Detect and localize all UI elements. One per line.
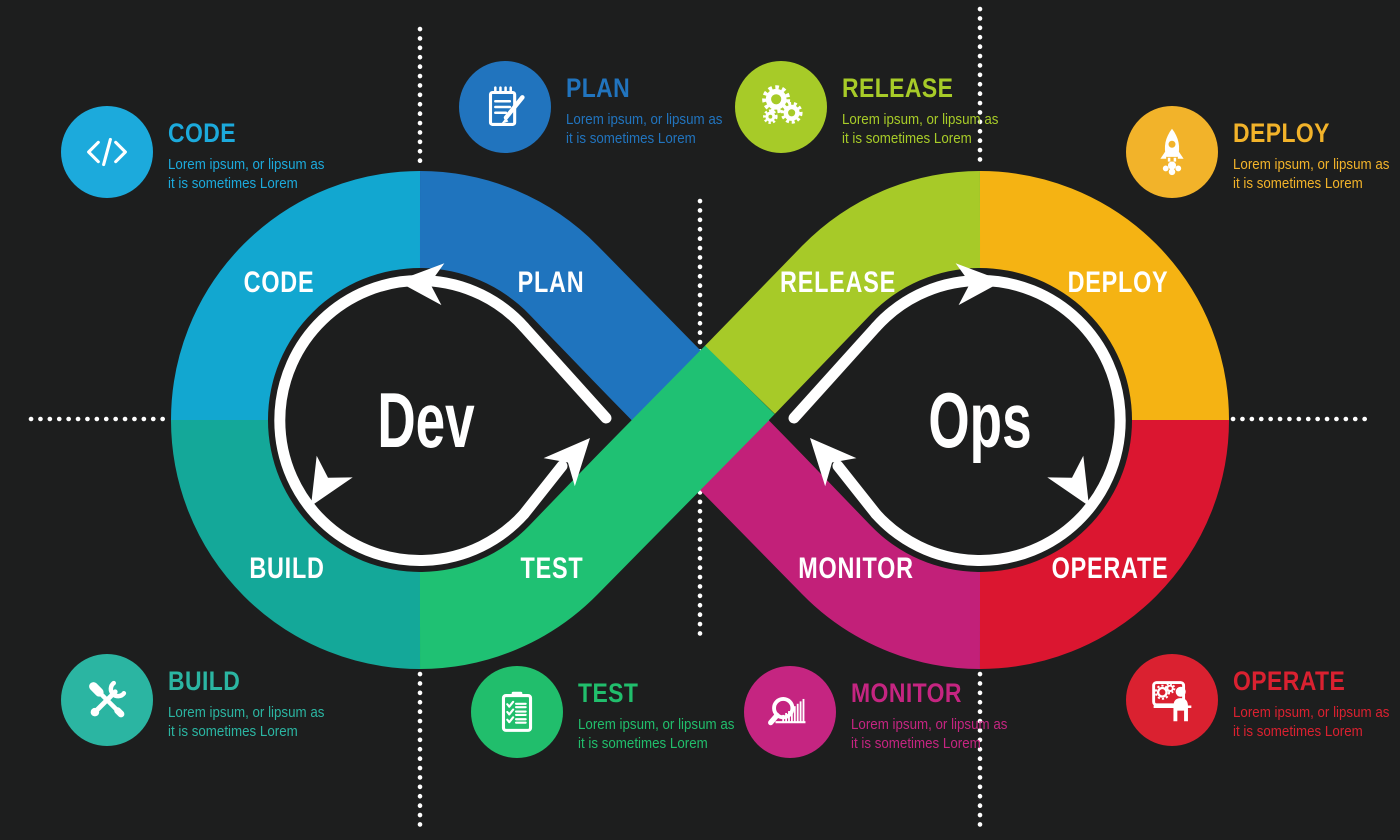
callout-code: CODE Lorem ipsum, or lipsum as it is som… [61, 106, 338, 198]
monitor-icon [768, 697, 806, 726]
ribbon-segment-plan [418, 171, 740, 460]
callout-monitor: MONITOR Lorem ipsum, or lipsum as it is … [744, 666, 1021, 758]
dev-arrowhead-exit-icon [543, 438, 590, 487]
desc-line-1: Lorem ipsum, or lipsum as [168, 157, 325, 173]
monitor-icon-bubble [744, 666, 836, 758]
ribbon-labels: CODE PLAN BUILD TEST RELEASE DEPLOY MONI… [244, 265, 1169, 584]
ribbon-label-code: CODE [244, 265, 315, 298]
dev-arrow-inbound-line [518, 321, 612, 424]
desc-line-2: it is sometimes Lorem [851, 735, 981, 752]
desc-line-1: Lorem ipsum, or lipsum as [1233, 705, 1390, 721]
callout-title: MONITOR [851, 678, 962, 708]
ribbon-label-release: RELEASE [780, 265, 896, 298]
plan-icon [488, 86, 525, 126]
callout-description: Lorem ipsum, or lipsum as it is sometime… [168, 704, 324, 741]
ribbon-segment-monitor [660, 380, 982, 669]
callout-description: Lorem ipsum, or lipsum as it is sometime… [168, 156, 324, 193]
ribbon-label-plan: PLAN [518, 265, 585, 298]
desc-line-2: it is sometimes Lorem [1233, 723, 1363, 740]
callout-deploy: DEPLOY Lorem ipsum, or lipsum as it is s… [1126, 106, 1400, 198]
ribbon-label-deploy: DEPLOY [1068, 265, 1169, 298]
desc-line-1: Lorem ipsum, or lipsum as [566, 112, 723, 128]
ribbon-segment-release [704, 171, 982, 415]
code-icon [87, 137, 127, 167]
dev-arrow-outbound-line [518, 460, 568, 520]
ribbon-segment-test [418, 345, 775, 669]
desc-line-2: it is sometimes Lorem [168, 723, 298, 740]
ops-arrowhead-bottom-right-icon [1047, 455, 1089, 506]
callout-plan: PLAN Lorem ipsum, or lipsum as it is som… [459, 61, 736, 153]
callout-release: RELEASE Lorem ipsum, or lipsum as it is … [735, 61, 1012, 153]
release-icon [762, 85, 803, 124]
infinity-ribbon [171, 171, 1229, 669]
desc-line-1: Lorem ipsum, or lipsum as [851, 717, 1008, 733]
callout-description: Lorem ipsum, or lipsum as it is sometime… [566, 111, 722, 148]
callout-description: Lorem ipsum, or lipsum as it is sometime… [1233, 704, 1389, 741]
callout-title: TEST [578, 678, 639, 708]
ops-arrowheads [810, 263, 1089, 506]
desc-line-1: Lorem ipsum, or lipsum as [168, 705, 325, 721]
ribbon-label-monitor: MONITOR [798, 551, 913, 584]
desc-line-2: it is sometimes Lorem [566, 130, 696, 147]
operate-icon [1152, 681, 1192, 722]
callout-title: CODE [168, 118, 237, 148]
callout-title: PLAN [566, 73, 631, 103]
ops-arrowhead-exit-icon [810, 438, 857, 487]
ops-loop-title: Ops [928, 378, 1031, 465]
dev-arrowheads [311, 263, 590, 506]
deploy-icon [1160, 128, 1184, 176]
callout-description: Lorem ipsum, or lipsum as it is sometime… [1233, 156, 1389, 193]
callout-description: Lorem ipsum, or lipsum as it is sometime… [578, 716, 734, 753]
callout-title: OPERATE [1233, 666, 1346, 696]
dev-arrowhead-bottom-left-icon [311, 455, 353, 506]
desc-line-1: Lorem ipsum, or lipsum as [1233, 157, 1390, 173]
callout-title: DEPLOY [1233, 118, 1330, 148]
callout-test: TEST Lorem ipsum, or lipsum as it is som… [471, 666, 748, 758]
build-icon-bubble [61, 654, 153, 746]
ribbon-label-build: BUILD [249, 551, 324, 584]
build-icon [89, 680, 127, 718]
test-icon [501, 691, 533, 732]
plan-icon-bubble [459, 61, 551, 153]
test-icon-bubble [471, 666, 563, 758]
dev-arrowhead-top-icon [397, 263, 445, 306]
callout-title: BUILD [168, 666, 241, 696]
callout-description: Lorem ipsum, or lipsum as it is sometime… [851, 716, 1007, 753]
desc-line-2: it is sometimes Lorem [842, 130, 972, 147]
callout-title: RELEASE [842, 73, 954, 103]
desc-line-2: it is sometimes Lorem [1233, 175, 1363, 192]
ribbon-label-test: TEST [521, 551, 584, 584]
release-icon-bubble [735, 61, 827, 153]
operate-icon-bubble [1126, 654, 1218, 746]
callout-build: BUILD Lorem ipsum, or lipsum as it is so… [61, 654, 338, 746]
ribbon-label-operate: OPERATE [1052, 551, 1169, 584]
ribbon-segment-deploy [978, 171, 1229, 422]
code-icon-bubble [61, 106, 153, 198]
dev-loop-title: Dev [377, 378, 474, 465]
callout-description: Lorem ipsum, or lipsum as it is sometime… [842, 111, 998, 148]
desc-line-1: Lorem ipsum, or lipsum as [578, 717, 735, 733]
ribbon-segment-code [171, 171, 422, 422]
ops-arrow-outbound-line [832, 460, 882, 520]
callout-operate: OPERATE Lorem ipsum, or lipsum as it is … [1126, 654, 1400, 746]
ribbon-segment-operate [978, 418, 1229, 669]
ops-arrow-inbound-line [788, 321, 882, 424]
ops-arrowhead-top-icon [955, 263, 1003, 306]
desc-line-2: it is sometimes Lorem [168, 175, 298, 192]
deploy-icon-bubble [1126, 106, 1218, 198]
ribbon-segment-build [171, 418, 422, 669]
desc-line-1: Lorem ipsum, or lipsum as [842, 112, 999, 128]
desc-line-2: it is sometimes Lorem [578, 735, 708, 752]
